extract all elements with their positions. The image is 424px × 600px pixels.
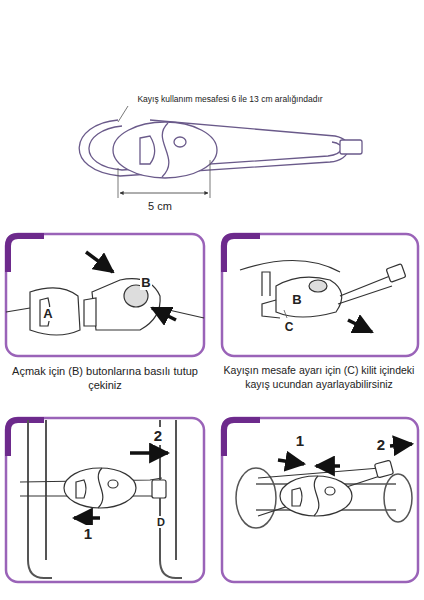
caption-text: Açmak için (B) butonlarına basılı tutup … [6,364,204,393]
part-label: B [291,293,302,308]
dimension: 5 cm [147,200,173,213]
lock-horizontal [258,460,394,516]
lock-open [6,279,204,335]
caption-text: Kayışın mesafe ayarı için (C) kilit için… [214,364,424,391]
handles-horizontal [236,468,412,528]
callout-number: 2 [153,427,163,444]
lock-vertical [20,468,166,512]
handles-vertical [28,420,182,578]
part-label: D [156,516,166,529]
part-label: A [42,307,53,322]
strap-top [79,106,362,198]
push-arrows [86,252,176,320]
part-label: B [140,276,151,291]
lock-adjust [240,260,406,318]
callout-number: 1 [295,432,305,449]
panels [6,234,418,582]
callout-number: 2 [376,436,386,453]
part-label: C [284,321,295,335]
callout-number: 1 [83,525,93,542]
note-text: Kayış kullanım mesafesi 6 ile 13 cm aral… [136,95,323,105]
step-arrows [74,453,168,518]
pull-arrow [348,320,372,332]
